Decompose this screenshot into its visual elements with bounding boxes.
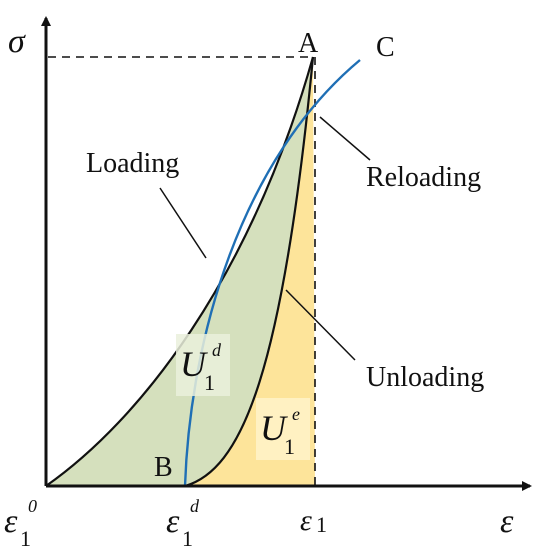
reloading-leader-line	[319, 116, 371, 161]
tick-label-epsd: ε 1 d	[166, 496, 200, 551]
svg-text:ε: ε	[300, 504, 312, 537]
svg-text:e: e	[292, 404, 300, 424]
svg-text:1: 1	[284, 434, 295, 459]
point-c-label: C	[376, 32, 395, 63]
tick-label-eps0: ε 1 0	[4, 496, 37, 551]
svg-text:1: 1	[182, 526, 193, 551]
svg-text:0: 0	[28, 496, 37, 516]
elastic-energy-region	[185, 57, 315, 486]
loading-label: Loading	[86, 148, 179, 179]
svg-text:U: U	[180, 344, 208, 384]
x-axis-symbol: ε	[500, 503, 514, 540]
reloading-curve	[183, 59, 361, 487]
point-b-label: B	[154, 452, 173, 483]
reloading-label: Reloading	[366, 162, 481, 193]
svg-text:d: d	[190, 496, 200, 516]
svg-text:ε: ε	[4, 503, 18, 540]
elastic-energy-label: U 1 e	[256, 398, 310, 460]
dissipated-energy-region	[46, 57, 313, 486]
tick-label-eps1: ε 1	[300, 504, 327, 537]
dissipated-energy-label: U 1 d	[176, 334, 230, 396]
unloading-label: Unloading	[366, 362, 484, 393]
svg-text:ε: ε	[166, 503, 180, 540]
unloading-leader-line	[285, 289, 356, 361]
svg-text:1: 1	[204, 370, 215, 395]
y-axis-symbol: σ	[8, 23, 26, 60]
loading-leader-line	[159, 187, 207, 259]
svg-text:1: 1	[316, 512, 327, 537]
unloading-curve	[184, 56, 315, 488]
svg-text:1: 1	[20, 526, 31, 551]
svg-text:U: U	[260, 408, 288, 448]
point-a-label: A	[298, 28, 319, 59]
svg-text:d: d	[212, 340, 222, 360]
